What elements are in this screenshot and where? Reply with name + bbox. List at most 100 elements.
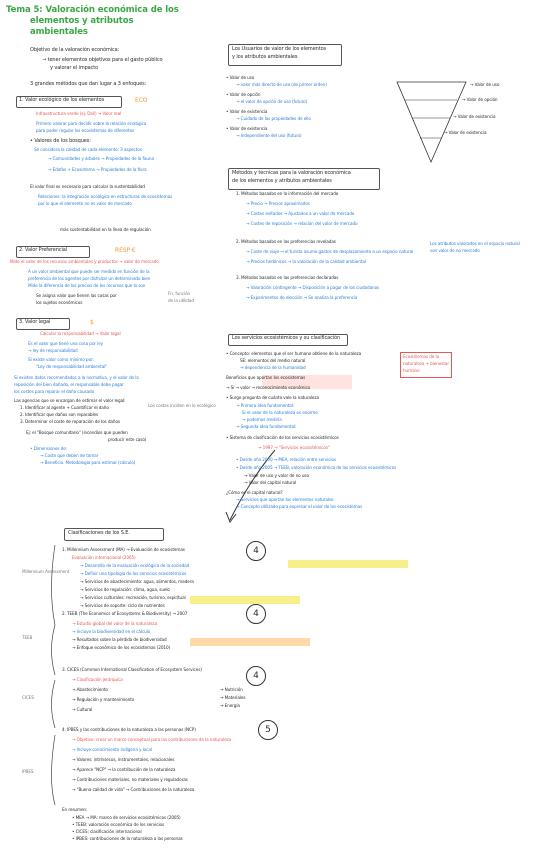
method-3-line-g: reposición del bien dañado, el responsab… bbox=[14, 382, 124, 387]
services-line-c: → dependencia de la humanidad bbox=[240, 365, 306, 370]
method-1-line-i: Relaciones: la integración ecológica en … bbox=[38, 194, 173, 199]
method-2-note-1: Fn. función bbox=[168, 291, 191, 296]
values-title-2: y los atributos ambientales bbox=[232, 54, 298, 60]
method-1-line-h: El valor final es necesario para calcula… bbox=[30, 184, 145, 189]
ipbes-line-b: → Incluye conocimiento indígena y local bbox=[72, 747, 152, 752]
method-1-title: 1. Valor ecológico de los elementos bbox=[19, 97, 105, 103]
method-3-line-q: → Beneficio. Metodología para estimar (c… bbox=[40, 460, 136, 465]
bracket-ma bbox=[51, 544, 56, 626]
services-box-line-2: naturaleza + bienestar bbox=[403, 361, 450, 366]
methods-title-2: de los elementos y atributos ambientales bbox=[232, 178, 332, 184]
title-line-2: elementos y atributos bbox=[30, 16, 134, 26]
value-option-desc: → el valor de opción de uso (futuro) bbox=[236, 99, 308, 104]
method-2-line-b: A un valor ambiental que puede ser medid… bbox=[28, 269, 150, 274]
cices-line-b: → Abastecimiento bbox=[72, 687, 108, 692]
cices-line-d: → Cultural bbox=[72, 707, 93, 712]
services-line-e: → Sí → valor → reconocimiento económico bbox=[226, 385, 311, 390]
services-line-j: → Segunda idea fundamental: bbox=[236, 424, 297, 429]
method-1-line-f: → Comunidades y árboles → Propiedades de… bbox=[48, 156, 154, 161]
title-line-1: Tema 5: Valoración económica de los bbox=[6, 5, 179, 15]
method-3-line-o: • Dimensiones de: bbox=[30, 446, 68, 451]
method-3-box bbox=[16, 318, 70, 330]
method-3-line-a: Calcular la responsabilidad → Valor lega… bbox=[40, 331, 121, 336]
ipbes-line-a: → Objetivo: crear un marco conceptual pa… bbox=[72, 737, 232, 742]
ma-line-f: → Servicios culturales: recreación, turi… bbox=[80, 595, 186, 600]
summary-line-2: • TEEB: valoración económica de los serv… bbox=[72, 822, 165, 827]
methods-box bbox=[228, 168, 380, 190]
count-circle-3: 4 bbox=[246, 666, 266, 686]
ma-line-c: → Definir una tipología de los servicios… bbox=[80, 571, 187, 576]
methods-line-i: → Valoración contingente → Disposición a… bbox=[246, 285, 380, 290]
ipbes-side-label: IPBES bbox=[22, 769, 34, 774]
cices-side-label: CICES bbox=[22, 695, 34, 700]
count-circle-2: 4 bbox=[246, 604, 266, 624]
teeb-line-c: → Resultados sobre la pérdida de biodive… bbox=[72, 637, 167, 642]
method-1-line-d: • Valores de los bosques: bbox=[30, 138, 91, 144]
method-3-line-i: Las agencias que se encargan de estimar … bbox=[14, 398, 126, 403]
method-2-box bbox=[16, 246, 90, 258]
services-box-line-3: humano bbox=[403, 368, 420, 373]
ma-line-a: Evaluación internacional (2005) bbox=[72, 555, 136, 560]
value-option: • Valor de opción bbox=[226, 92, 261, 97]
cices-title: 3. CICES (Common International Classific… bbox=[62, 667, 202, 672]
ipbes-line-c: → Valores: intrínsecos, instrumentales, … bbox=[72, 757, 175, 762]
services-line-r: → Servicios que aportan los elementos na… bbox=[236, 497, 334, 502]
services-line-k: • Sistema de clasificación de los servic… bbox=[226, 435, 339, 440]
services-line-h: Si el valor de la naturaleza es enorme bbox=[242, 410, 318, 415]
method-3-line-e: "Ley de responsabilidad ambiental" bbox=[36, 364, 108, 369]
method-1-line-a: Infraestructura verde (ej. Dalí) → Valor… bbox=[36, 111, 122, 116]
services-line-s: → Concepto utilizado para expresar el va… bbox=[236, 504, 363, 509]
ma-line-d: → Servicios de abastecimiento: agua, ali… bbox=[80, 579, 194, 584]
services-red-box bbox=[400, 352, 452, 378]
flow-arrow bbox=[229, 449, 276, 521]
method-1-line-e: Se considera la calidad de cada elemento… bbox=[34, 147, 142, 152]
ma-line-e: → Servicios de regulación: clima, agua, … bbox=[80, 587, 170, 592]
intro-objective: Objetivo de la valoración económica: bbox=[30, 47, 120, 53]
methods-side-1: Los atributos valorados en el espacio na… bbox=[430, 241, 520, 246]
method-3-line-h: los costes para reparar el daño causado bbox=[14, 389, 95, 394]
method-1-line-c: para poder regular los ecosistemas de di… bbox=[36, 128, 135, 133]
ipbes-line-f: → "Buena calidad de vida" → Contribucion… bbox=[72, 787, 195, 792]
count-circle-4: 5 bbox=[258, 720, 278, 740]
summary-line-4: • IPBES: contribuciones de la naturaleza… bbox=[72, 836, 183, 841]
summary-line-3: • CICES: clasificación internacional bbox=[72, 829, 142, 834]
intro-line-b: → tener elementos objetivos para el gast… bbox=[42, 57, 163, 63]
method-2-title: 2. Valor Preferencial bbox=[19, 247, 68, 253]
services-line-m: • Desde año 2000 → MEA, relación entre s… bbox=[236, 457, 336, 462]
teeb-line-d: → Enfoque económico de los ecosistemas (… bbox=[72, 645, 171, 650]
services-line-d: Beneficios que aportan los ecosistemas bbox=[226, 375, 306, 380]
method-3-line-n: producir este caso) bbox=[108, 437, 147, 442]
method-3-line-j: 1. Identificar al agente + Cuantificar e… bbox=[20, 405, 109, 410]
teeb-title: 2. TEEB (The Economics of Ecosystems & B… bbox=[62, 611, 188, 616]
title-line-3: ambientales bbox=[30, 27, 88, 37]
pyramid-label-1: → Valor de uso bbox=[470, 82, 500, 87]
methods-line-f: → Coste de viaje → el turista asume gast… bbox=[246, 249, 414, 254]
ma-title: 1. Millennium Assessment (MA) → Evaluaci… bbox=[62, 547, 185, 552]
classifications-box bbox=[64, 528, 164, 541]
method-3-line-m: Ej: el "Bosque comunitario" (incendios q… bbox=[26, 430, 128, 435]
methods-line-e: 2. Métodos basados en las preferencias r… bbox=[236, 239, 336, 244]
services-title: Los servicios ecosistémicos y su clasifi… bbox=[232, 335, 341, 341]
pyramid-label-2: → Valor de opción bbox=[462, 97, 498, 102]
services-line-f: • Surge pregunta de cuánto vale la natur… bbox=[226, 395, 319, 400]
services-box bbox=[228, 334, 348, 346]
ma-side-label: Millennium Assessment bbox=[22, 569, 70, 574]
teeb-line-a: → Estudio global del valor de la natural… bbox=[72, 621, 157, 626]
method-3-line-l: 3. Determinar el coste de reparación de … bbox=[20, 419, 120, 424]
methods-line-a: 1. Métodos basados en la información del… bbox=[236, 191, 339, 196]
services-line-b: SE: elementos del medio natural bbox=[240, 358, 306, 363]
method-2-line-d: Mide la diferencia de los precios de los… bbox=[28, 283, 146, 288]
cices-line-e: → Nutrición bbox=[220, 687, 243, 692]
cices-line-g: → Energía bbox=[220, 703, 240, 708]
value-pyramid bbox=[396, 81, 467, 164]
teeb-line-b: → Incluye la biodiversidad en el cálculo bbox=[72, 629, 151, 634]
cices-line-a: → Clasificación jerárquica bbox=[72, 677, 123, 682]
services-line-n: • Desde año 2005 → TEEB, valoración econ… bbox=[236, 465, 397, 470]
ipbes-title: 4. IPBES y las contribuciones de la natu… bbox=[62, 727, 196, 732]
intro-line-d: 3 grandes métodos que dan lugar a 3 enfo… bbox=[30, 81, 147, 87]
method-2-tag: RESP € bbox=[115, 247, 136, 254]
method-3-note: Los costes inciden en lo ecológico bbox=[148, 403, 216, 408]
value-existence-1: • Valor de existencia bbox=[226, 109, 268, 114]
